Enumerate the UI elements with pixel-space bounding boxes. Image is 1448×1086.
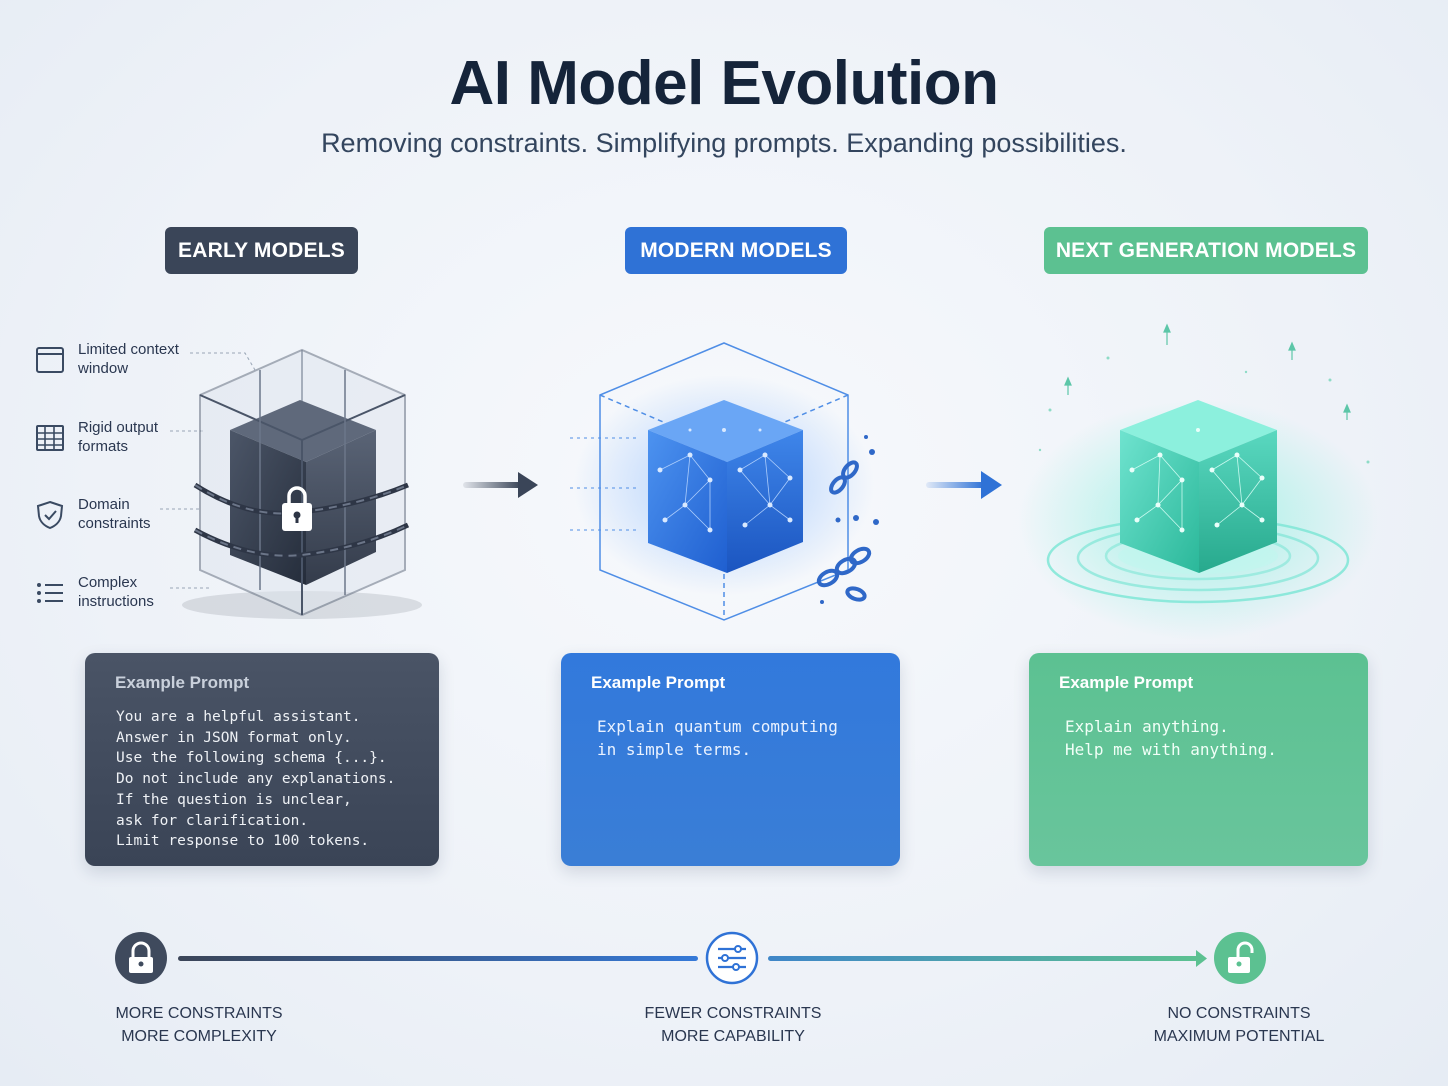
list-icon [37,583,63,603]
progress-track [178,950,1207,967]
modern-cube-illustration [570,342,879,621]
shield-check-icon [36,500,64,530]
page-title: AI Model Evolution [449,49,999,118]
table-grid-icon [36,425,64,451]
prompt-text: You are a helpful assistant. Answer in J… [116,709,396,850]
example-prompt-card-early: Example Prompt You are a helpful assista… [85,653,439,866]
padlock-icon [282,486,312,531]
page-subtitle: Removing constraints. Simplifying prompt… [321,128,1127,158]
window-icon [36,347,64,373]
next-gen-cube-illustration [1018,323,1378,640]
prompt-text: Explain anything. Help me with anything. [1065,717,1277,759]
stage-label-early: EARLY MODELS [165,227,358,274]
stage-label-modern: MODERN MODELS [625,227,847,274]
card-title: Example Prompt [1059,673,1194,692]
lock-icon [115,932,167,984]
stage-label-next: NEXT GENERATION MODELS [1044,227,1368,274]
prompt-text: Explain quantum computing in simple term… [597,717,838,759]
card-title: Example Prompt [115,673,250,692]
arrow-right-icon [463,472,538,498]
unlock-icon [1214,932,1266,984]
card-title: Example Prompt [591,673,726,692]
constraint-connectors [160,352,256,589]
example-prompt-card-next: Example Prompt Explain anything. Help me… [1029,653,1368,866]
locked-cube-illustration [182,348,422,619]
sliders-icon [705,931,759,985]
arrow-right-icon [926,471,1002,499]
example-prompt-card-modern: Example Prompt Explain quantum computing… [561,653,900,866]
